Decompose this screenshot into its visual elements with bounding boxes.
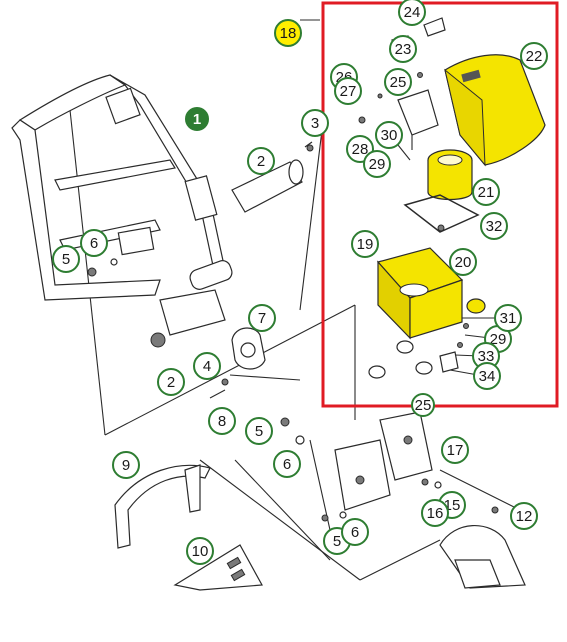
callout-2-upper-label: 2 [257, 153, 265, 170]
callout-25-lower: 25 [411, 393, 435, 417]
part-31-grommet [466, 298, 486, 314]
callout-25-upper: 25 [384, 68, 412, 96]
part-2-sleeve [231, 141, 313, 213]
callout-31-label: 31 [500, 310, 517, 327]
callout-7: 7 [248, 304, 276, 332]
callout-22: 22 [520, 42, 548, 70]
callout-29-upper: 29 [363, 150, 391, 178]
callout-22-label: 22 [526, 48, 543, 65]
callout-30-label: 30 [381, 127, 398, 144]
callout-16-label: 16 [427, 505, 444, 522]
part-19-filter-base [376, 247, 464, 340]
callout-17: 17 [441, 436, 469, 464]
callout-5-middle: 5 [245, 417, 273, 445]
callout-9: 9 [112, 451, 140, 479]
callout-21-label: 21 [478, 184, 495, 201]
callout-3-label: 3 [311, 115, 319, 132]
callout-12: 12 [510, 502, 538, 530]
callout-29-upper-label: 29 [369, 156, 386, 173]
callout-6-left-label: 6 [90, 235, 98, 252]
callout-34: 34 [473, 362, 501, 390]
callout-2-upper: 2 [247, 147, 275, 175]
callout-23-label: 23 [395, 41, 412, 58]
small-hardware [358, 17, 469, 379]
callout-24-label: 24 [404, 4, 421, 21]
callout-18-label: 18 [280, 25, 297, 42]
callout-5-bottom-label: 5 [333, 533, 341, 550]
callout-24: 24 [398, 0, 426, 26]
part-7-cap [231, 327, 266, 370]
callout-12-label: 12 [516, 508, 533, 525]
callout-8-label: 8 [218, 413, 226, 430]
callout-34-label: 34 [479, 368, 496, 385]
callout-6-left: 6 [80, 229, 108, 257]
part-9-bracket [114, 464, 211, 549]
part-17-mount [334, 411, 433, 511]
callout-1-label: 1 [193, 111, 201, 128]
callout-10: 10 [186, 537, 214, 565]
callout-6-bottom-label: 6 [351, 524, 359, 541]
callout-20: 20 [449, 248, 477, 276]
callout-6-middle-label: 6 [283, 456, 291, 473]
callout-6-bottom: 6 [341, 518, 369, 546]
callout-19-label: 19 [357, 236, 374, 253]
highlight-box [321, 1, 559, 408]
callout-3: 3 [301, 109, 329, 137]
callout-32: 32 [480, 212, 508, 240]
callout-1: 1 [185, 107, 209, 131]
callout-33-label: 33 [478, 348, 495, 365]
callout-30: 30 [375, 121, 403, 149]
callout-28-label: 28 [352, 141, 369, 158]
callout-25-lower-label: 25 [415, 397, 432, 414]
callout-6-middle: 6 [273, 450, 301, 478]
callout-5-middle-label: 5 [255, 423, 263, 440]
callout-2-lower-label: 2 [167, 374, 175, 391]
callout-25-upper-label: 25 [390, 74, 407, 91]
callout-27-label: 27 [340, 83, 357, 100]
part-12-frame [439, 525, 526, 589]
callout-9-label: 9 [122, 457, 130, 474]
callout-19: 19 [351, 230, 379, 258]
callout-2-lower: 2 [157, 368, 185, 396]
part-10-plate [173, 544, 263, 591]
callout-20-label: 20 [455, 254, 472, 271]
part-22-filter-cover [444, 54, 546, 167]
callout-33: 33 [472, 342, 500, 370]
callout-32-label: 32 [486, 218, 503, 235]
part-32-gasket [403, 194, 480, 233]
callout-10-label: 10 [192, 543, 209, 560]
callout-21: 21 [472, 178, 500, 206]
callout-16: 16 [421, 499, 449, 527]
callout-7-label: 7 [258, 310, 266, 327]
callout-4: 4 [193, 352, 221, 380]
part-21-filter-element [427, 149, 473, 201]
callout-23: 23 [389, 35, 417, 63]
callout-18: 18 [274, 19, 302, 47]
callout-17-label: 17 [447, 442, 464, 459]
callout-29-lower-label: 29 [490, 331, 507, 348]
callout-27: 27 [334, 77, 362, 105]
callout-31: 31 [494, 304, 522, 332]
callout-4-label: 4 [203, 358, 211, 375]
callout-8: 8 [208, 407, 236, 435]
callout-5-left: 5 [52, 245, 80, 273]
loose-hardware [87, 144, 499, 522]
callout-5-left-label: 5 [62, 251, 70, 268]
